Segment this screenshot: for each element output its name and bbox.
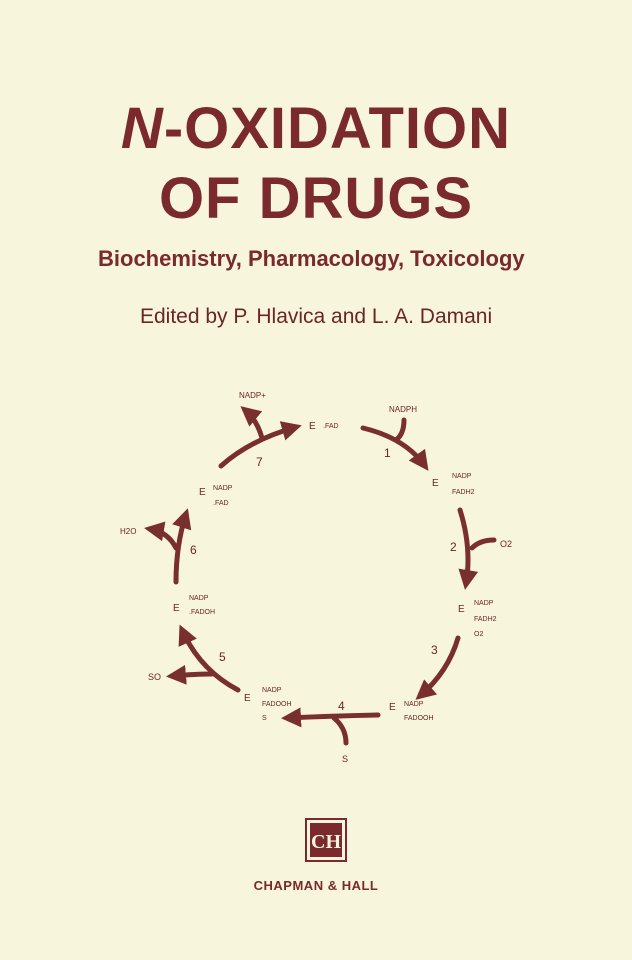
publisher-name: CHAPMAN & HALL (253, 878, 379, 893)
title-line-1: N-OXIDATION (0, 100, 632, 158)
arrow-step-5 (178, 624, 241, 693)
step-number-3: 3 (431, 643, 438, 657)
state-2-line-1: NADP (452, 473, 472, 480)
arrow-h2o-out (144, 521, 179, 551)
arrow-o2-in (469, 537, 497, 551)
title-italic-n: N (120, 96, 164, 161)
step-number-5: 5 (219, 650, 226, 664)
arrow-step-3 (415, 635, 461, 700)
state-4-line-1: NADP (404, 701, 424, 708)
species-h2o: H2O (120, 527, 136, 536)
editors-line: Edited by P. Hlavica and L. A. Damani (140, 305, 493, 328)
state-5-line-2: FADOOH (262, 701, 292, 708)
arrow-step-6 (172, 508, 192, 585)
state-2-line-2: FADH2 (452, 489, 475, 496)
state-7-e: E (199, 487, 206, 498)
species-o2: O2 (500, 539, 512, 549)
state-3-line-2: FADH2 (474, 616, 497, 623)
arrow-step-7 (218, 421, 302, 469)
state-5-e: E (244, 693, 251, 704)
state-3-line-1: NADP (474, 600, 494, 607)
arrow-nadp-out (240, 406, 265, 441)
state-7-line-2: .FAD (213, 500, 229, 507)
arrow-nadph-in (393, 417, 407, 443)
species-nadph: NADPH (389, 405, 417, 414)
arrow-step-1 (360, 425, 429, 471)
state-e-fad-line-1: .FAD (323, 423, 339, 430)
state-5-line-3: S (262, 715, 267, 722)
arrow-step-4 (281, 707, 381, 728)
title-line-1-rest: -OXIDATION (163, 96, 512, 161)
state-6-line-2: .FADOH (189, 609, 215, 616)
subtitle: Biochemistry, Pharmacology, Toxicology (98, 246, 525, 271)
species-s: S (342, 754, 348, 764)
step-number-4: 4 (338, 699, 345, 713)
step-number-7: 7 (256, 455, 263, 469)
species-so: SO (148, 672, 161, 682)
arrow-step-2 (457, 507, 479, 590)
state-2-e: E (432, 478, 439, 489)
step-number-2: 2 (450, 540, 457, 554)
state-5-line-1: NADP (262, 687, 282, 694)
logo-letters: CH (311, 831, 341, 853)
species-nadp-plus: NADP+ (239, 391, 266, 400)
publisher-logo: CH (305, 818, 347, 862)
arrow-s-in (331, 715, 349, 746)
state-4-e: E (389, 702, 396, 713)
arrow-so-out (166, 664, 215, 685)
step-number-1: 1 (384, 446, 391, 460)
state-6-e: E (173, 603, 180, 614)
state-4-line-2: FADOOH (404, 715, 434, 722)
state-6-line-1: NADP (189, 595, 209, 602)
state-3-e: E (458, 604, 465, 615)
step-number-6: 6 (190, 543, 197, 557)
state-e-fad-e: E (309, 421, 316, 432)
state-3-line-3: O2 (474, 631, 483, 638)
state-7-line-1: NADP (213, 485, 233, 492)
title-line-2: OF DRUGS (158, 166, 474, 231)
